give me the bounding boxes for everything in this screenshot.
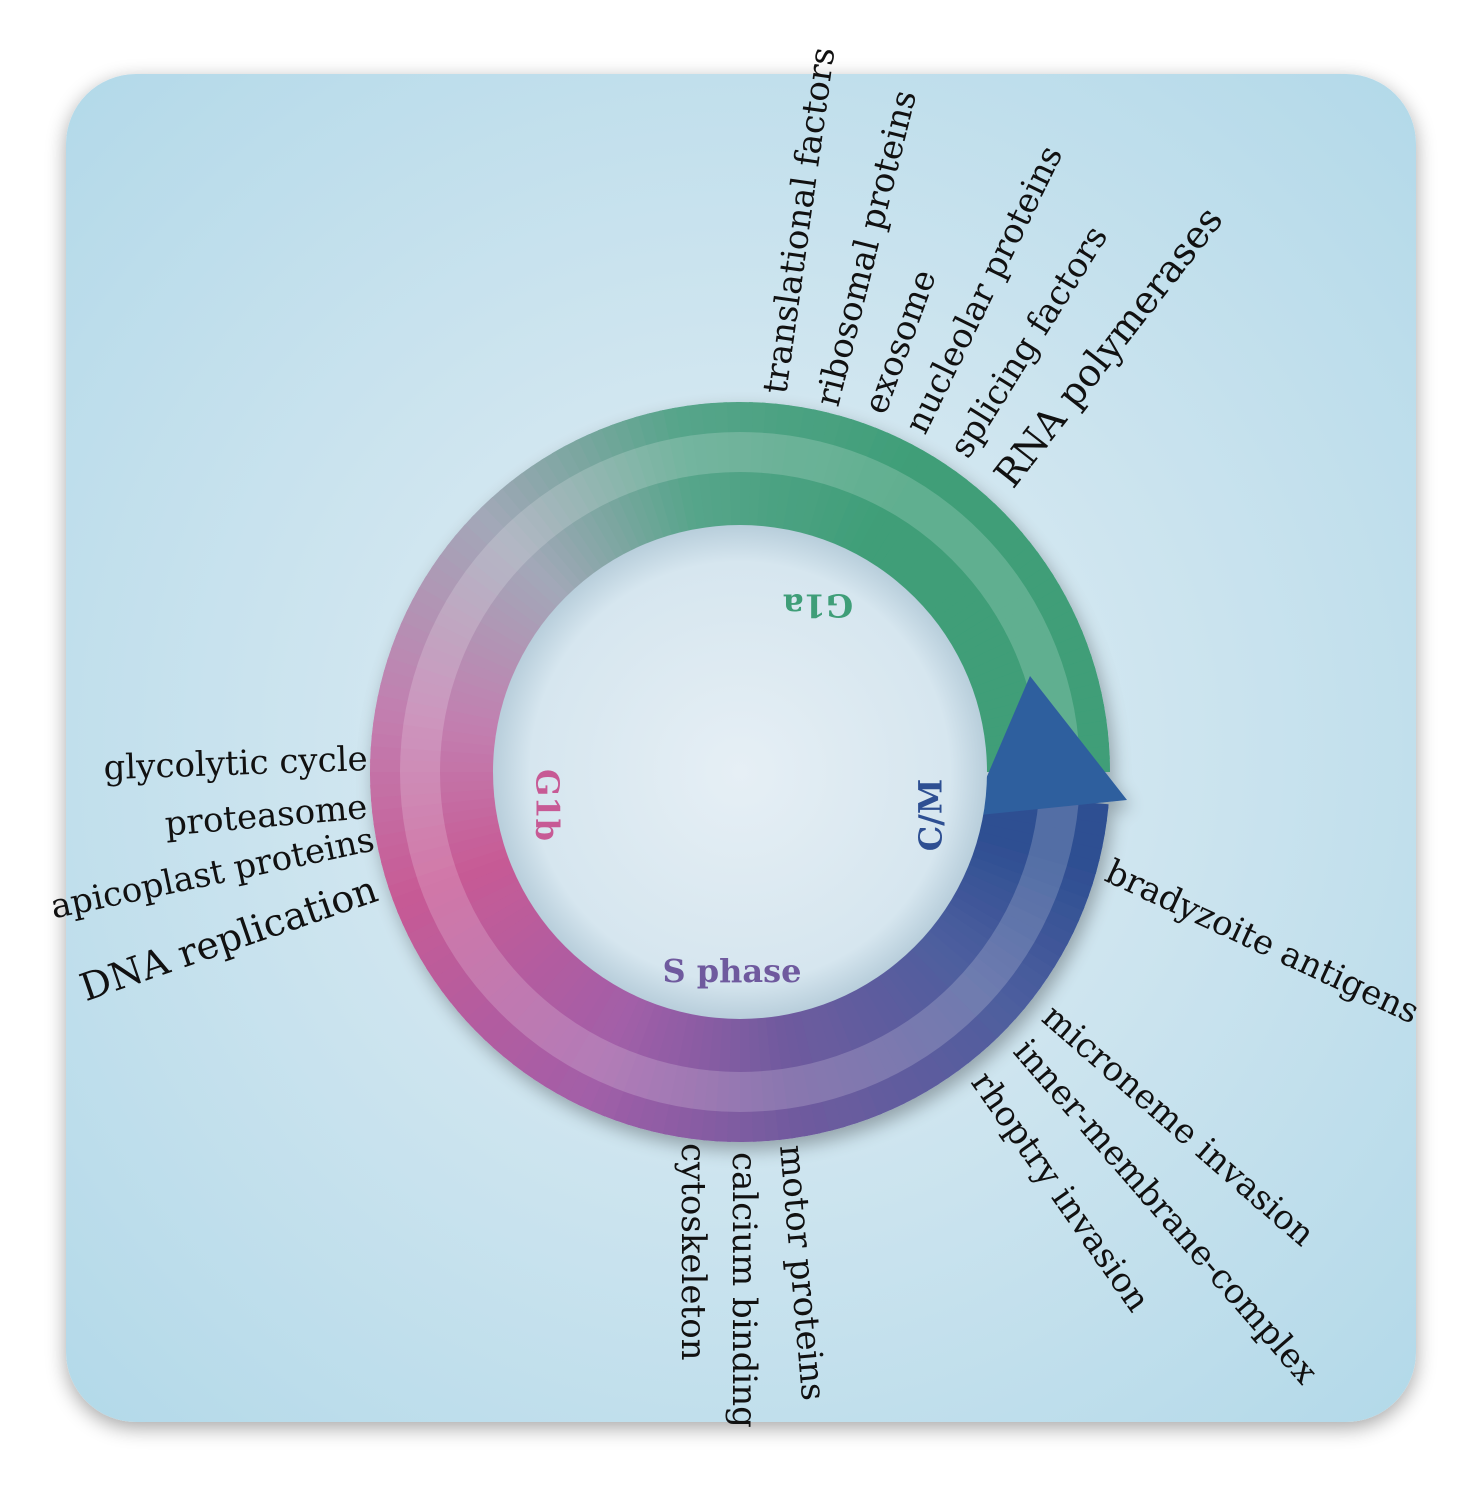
label-calcium-binding: calcium binding [724, 1152, 764, 1428]
label-cytoskeleton: cytoskeleton [673, 1143, 713, 1361]
phase-label-s: S phase [663, 952, 802, 990]
label-glycolytic-cycle: glycolytic cycle [103, 739, 368, 788]
phase-label-g1a: G1a [783, 587, 853, 625]
ring-segments [370, 402, 1110, 1142]
phase-label-cm: C/M [912, 779, 950, 852]
arrow-head-icon [970, 676, 1127, 816]
cell-cycle-ring [370, 402, 1127, 1142]
phase-label-g1b: G1b [529, 769, 567, 841]
ring-inner-hole [493, 525, 987, 1019]
